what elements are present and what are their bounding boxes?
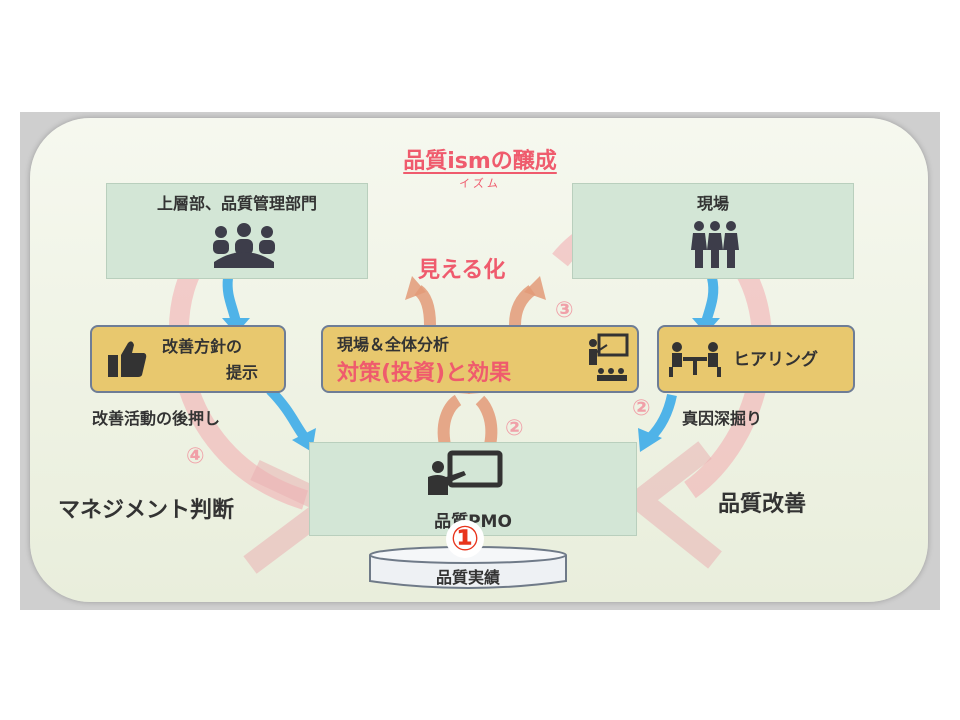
step-2b-badge: ② [632, 396, 651, 421]
quality-improve-label: 品質改善 [718, 492, 807, 517]
thumbs-up-icon [108, 341, 147, 377]
visualize-label: 見える化 [418, 258, 506, 283]
title-ruby: イズム [459, 177, 501, 190]
management-box: 上層部、品質管理部門 [106, 183, 368, 279]
push-label: 改善活動の後押し [92, 409, 221, 428]
presentation-icon [589, 333, 629, 381]
step-1-badge: ① [446, 520, 484, 558]
step-2a-badge: ② [505, 416, 524, 441]
presenter-icon [428, 450, 503, 495]
hearing-label: ヒアリング [733, 350, 818, 370]
people-icon [691, 221, 739, 268]
page-title: 品質ismの醸成 [403, 149, 557, 174]
analysis-label-line1: 現場＆全体分析 [337, 335, 450, 354]
field-label: 現場 [696, 194, 729, 213]
analysis-label-line2: 対策(投資)と効果 [337, 361, 512, 386]
hearing-box: ヒアリング [657, 325, 855, 393]
root-cause-label: 真因深掘り [682, 409, 763, 428]
management-label: 上層部、品質管理部門 [156, 194, 317, 213]
step-3-badge: ③ [555, 298, 574, 323]
blue-arrow-2 [266, 386, 310, 442]
mgmt-decision-label: マネジメント判断 [58, 498, 235, 523]
orange-arrow-left [414, 285, 436, 326]
right-arrowhead [622, 441, 722, 569]
record-label: 品質実績 [435, 568, 500, 587]
policy-box: 改善方針の 提示 [90, 325, 286, 393]
orange-arrow-up-2 [475, 395, 498, 447]
orange-arrow-up-1 [437, 394, 462, 447]
audience-icon [213, 223, 275, 268]
field-box: 現場 [572, 183, 854, 279]
orange-arrow-right [509, 285, 536, 326]
policy-label-line1: 改善方針の [162, 337, 243, 356]
analysis-box: 現場＆全体分析 対策(投資)と効果 [321, 325, 639, 393]
step-4-badge: ④ [186, 444, 205, 469]
blue-arrow-1 [222, 277, 241, 324]
blue-arrow-4 [646, 393, 677, 442]
meeting-icon [669, 342, 721, 377]
blue-arrow-3 [701, 276, 719, 324]
policy-label-line2: 提示 [226, 363, 259, 382]
